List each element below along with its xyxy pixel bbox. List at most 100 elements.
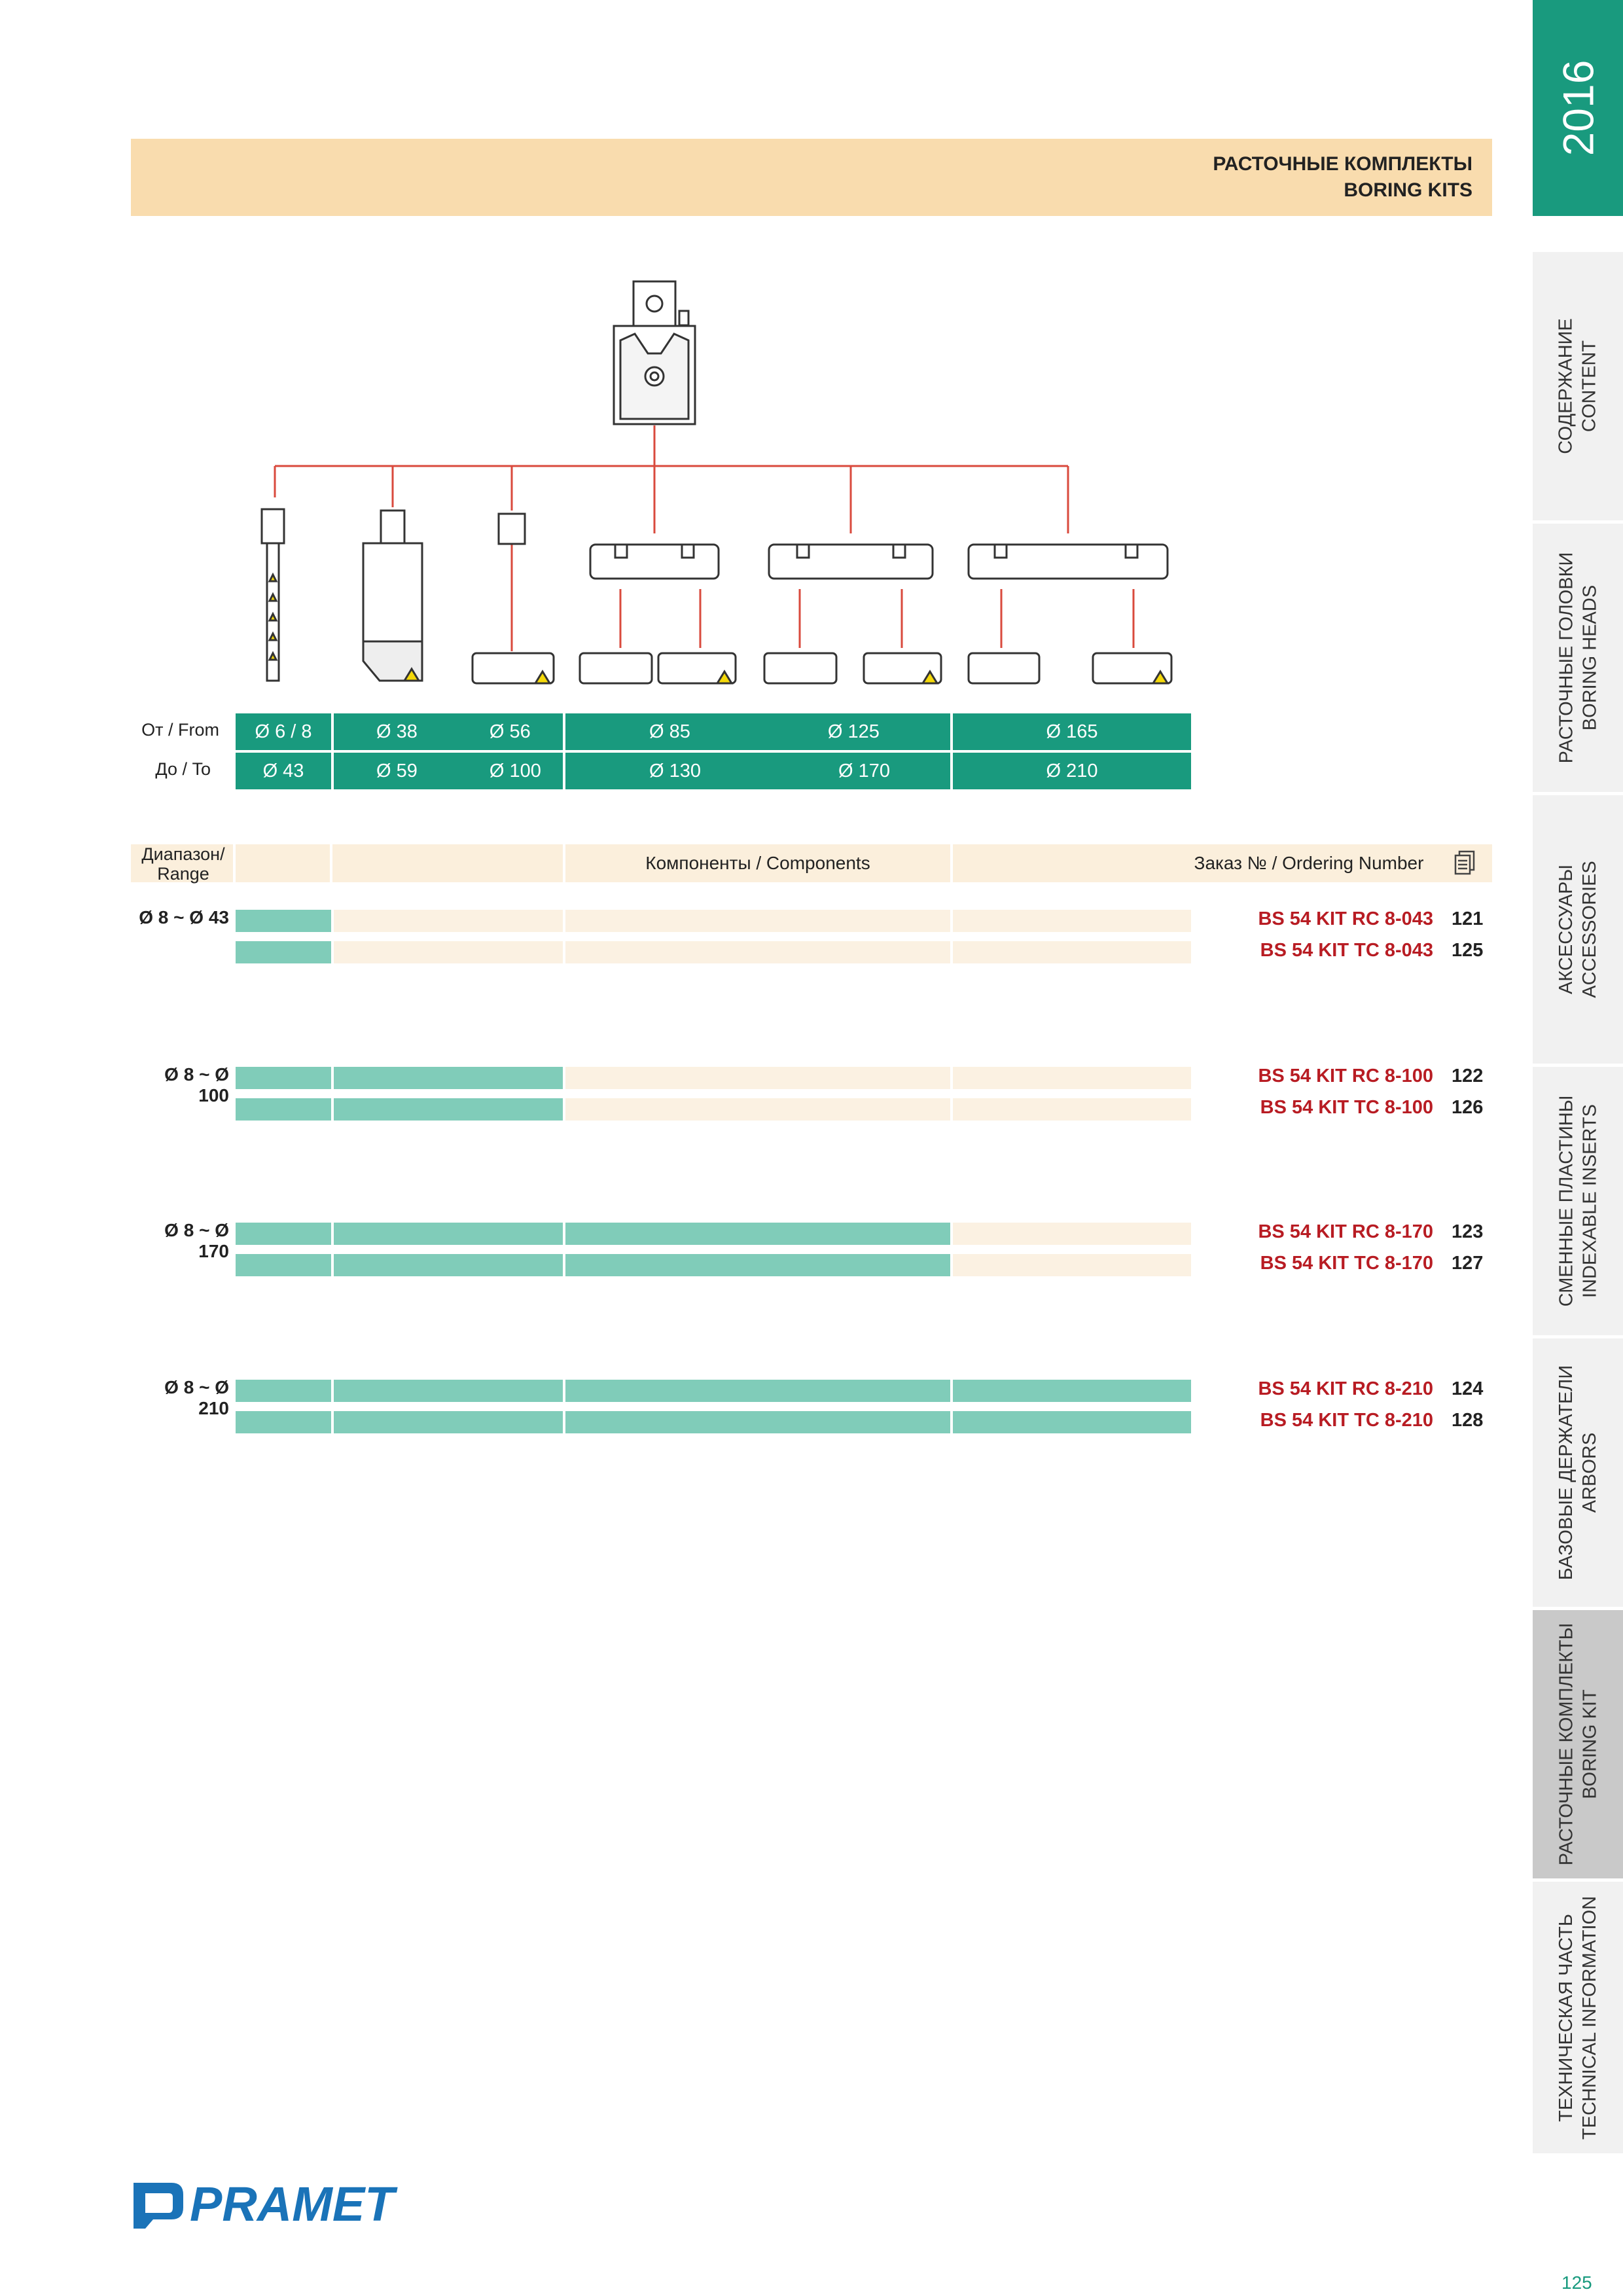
sidebar-tab-boring-heads-ru: РАСТОЧНЫЕ ГОЛОВКИ <box>1556 552 1577 764</box>
from-cell: Ø 165 <box>953 713 1191 750</box>
order-code[interactable]: BS 54 KIT RC 8-100 <box>1258 1066 1433 1086</box>
range-column-header: Диапазон/ Range <box>141 844 225 884</box>
sidebar-tab-technical-en: TECHNICAL INFORMATION <box>1579 1895 1601 2140</box>
order-code[interactable]: BS 54 KIT TC 8-210 <box>1260 1410 1433 1431</box>
order-page-ref[interactable]: 121 <box>1452 908 1484 929</box>
kit-range-label: Ø 8 ~ Ø 210 <box>164 1377 229 1418</box>
to-cell: Ø 210 <box>953 753 1191 789</box>
order-code[interactable]: BS 54 KIT RC 8-170 <box>1258 1221 1433 1242</box>
cartridges-drawing <box>471 652 1173 685</box>
order-page-ref[interactable]: 125 <box>1452 940 1484 961</box>
sidebar-tab-arbors-en: ARBORS <box>1579 1432 1600 1513</box>
component-excluded-bar <box>565 941 950 963</box>
component-included-bar <box>565 1254 950 1276</box>
to-label: До / To <box>155 759 211 779</box>
component-included-bar <box>334 1254 563 1276</box>
to-cell-130: Ø 130 <box>649 760 701 781</box>
to-cell: Ø 43 <box>236 753 331 789</box>
order-page-ref[interactable]: 128 <box>1452 1410 1484 1431</box>
pages-icon <box>1452 850 1478 877</box>
header-divider <box>563 844 565 882</box>
component-included-bar <box>334 1223 563 1245</box>
component-included-bar <box>334 1067 563 1089</box>
order-page-ref[interactable]: 122 <box>1452 1066 1484 1086</box>
component-excluded-bar <box>565 1098 950 1121</box>
from-label-en: / From <box>168 720 219 740</box>
component-included-bar <box>236 1067 331 1089</box>
component-excluded-bar <box>565 1067 950 1089</box>
to-cell-59: Ø 59 <box>376 760 418 781</box>
medium-bar-drawing <box>362 509 423 682</box>
from-cell-38: Ø 38 <box>376 721 418 742</box>
component-excluded-bar <box>953 1223 1191 1245</box>
order-page-ref[interactable]: 126 <box>1452 1097 1484 1118</box>
bridge-125-drawing <box>768 543 934 580</box>
component-included-bar <box>236 1380 331 1402</box>
small-bar-drawing <box>260 508 285 682</box>
boring-kit-diagram <box>260 280 1173 685</box>
connector-lines <box>274 425 1135 651</box>
order-code[interactable]: BS 54 KIT TC 8-100 <box>1260 1097 1433 1118</box>
component-included-bar <box>334 1098 563 1121</box>
sidebar-tab-boring-kit-en: BORING KIT <box>1579 1689 1601 1799</box>
components-header <box>131 844 1492 882</box>
component-excluded-bar <box>953 941 1191 963</box>
component-included-bar <box>334 1380 563 1402</box>
component-excluded-bar <box>953 1098 1191 1121</box>
header-band: РАСТОЧНЫЕ КОМПЛЕКТЫ BORING KITS <box>131 139 1492 216</box>
component-included-bar <box>236 910 331 932</box>
header-title-ru: РАСТОЧНЫЕ КОМПЛЕКТЫ <box>1213 153 1472 175</box>
sidebar-tab-content-ru: СОДЕРЖАНИЕ <box>1556 318 1577 454</box>
order-code[interactable]: BS 54 KIT RC 8-043 <box>1258 908 1433 929</box>
from-cell-56: Ø 56 <box>489 721 531 742</box>
year-label: 2016 <box>1554 60 1603 156</box>
header-title-en: BORING KITS <box>1344 179 1472 201</box>
order-column-header: Заказ № / Ordering Number <box>1194 853 1424 873</box>
component-excluded-bar <box>334 941 563 963</box>
adapter-small-drawing <box>497 512 526 545</box>
component-included-bar <box>236 1254 331 1276</box>
kit-range-label: Ø 8 ~ Ø 170 <box>164 1220 229 1261</box>
from-label-ru: От <box>141 720 164 740</box>
header-divider <box>330 844 332 882</box>
sidebar-tab-accessories-ru: АКСЕССУАРЫ <box>1556 865 1577 994</box>
component-included-bar <box>236 1223 331 1245</box>
to-cell-100: Ø 100 <box>489 760 541 781</box>
component-excluded-bar <box>953 1254 1191 1276</box>
sidebar-tab-inserts-ru: СМЕННЫЕ ПЛАСТИНЫ <box>1556 1095 1577 1307</box>
to-cell: Ø 130 Ø 170 <box>565 753 950 789</box>
sidebar-tab-accessories-en: ACCESSORIES <box>1579 861 1600 998</box>
order-code[interactable]: BS 54 KIT TC 8-043 <box>1260 940 1433 961</box>
logo-text: PRAMET <box>190 2177 398 2231</box>
from-cell: Ø 85 Ø 125 <box>565 713 950 750</box>
bridge-85-drawing <box>589 543 720 580</box>
sidebar-tab-inserts-en: INDEXABLE INSERTS <box>1579 1104 1600 1299</box>
from-cell: Ø 38 Ø 56 <box>334 713 563 750</box>
component-included-bar <box>953 1411 1191 1433</box>
component-excluded-bar <box>565 910 950 932</box>
from-cell: Ø 6 / 8 <box>236 713 331 750</box>
components-column-header: Компоненты / Components <box>645 853 870 873</box>
sidebar-tab-boring-kit-ru: РАСТОЧНЫЕ КОМПЛЕКТЫ <box>1556 1623 1577 1866</box>
component-included-bar <box>565 1380 950 1402</box>
sidebar-tab-boring-heads-en: BORING HEADS <box>1579 584 1600 731</box>
page-number: 125 <box>1561 2272 1592 2293</box>
component-included-bar <box>953 1380 1191 1402</box>
order-page-ref[interactable]: 123 <box>1452 1221 1484 1242</box>
order-code[interactable]: BS 54 KIT RC 8-210 <box>1258 1378 1433 1399</box>
from-cell-85: Ø 85 <box>649 721 690 742</box>
component-excluded-bar <box>334 910 563 932</box>
component-excluded-bar <box>953 1067 1191 1089</box>
order-code[interactable]: BS 54 KIT TC 8-170 <box>1260 1253 1433 1274</box>
order-page-ref[interactable]: 124 <box>1452 1378 1484 1399</box>
order-page-ref[interactable]: 127 <box>1452 1253 1484 1274</box>
component-included-bar <box>236 1098 331 1121</box>
header-divider <box>233 844 236 882</box>
